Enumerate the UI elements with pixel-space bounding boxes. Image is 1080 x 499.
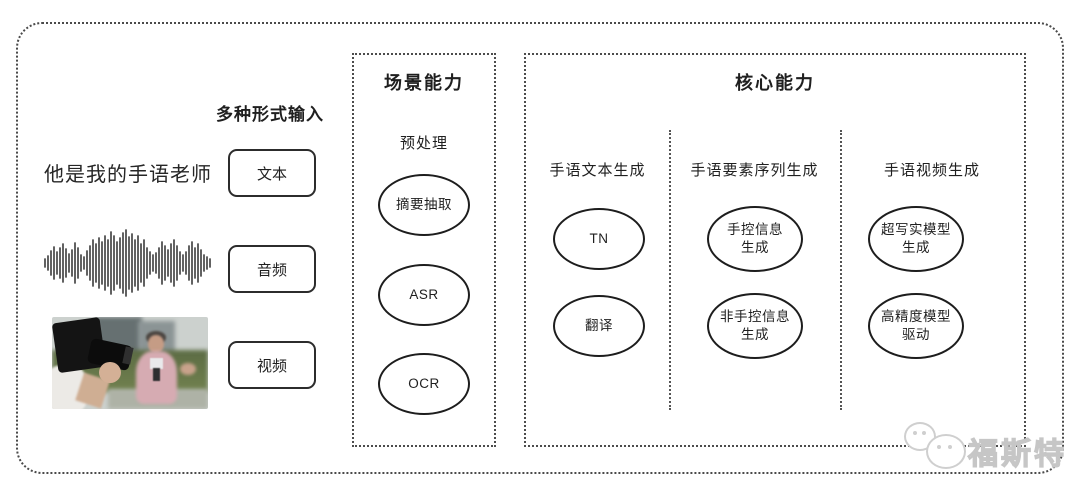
bubble-eye: [913, 431, 917, 435]
node-asr: ASR: [378, 264, 470, 326]
watermark: 福斯特: [898, 418, 1068, 478]
node-non-manual-info-generation: 非手控信息 生成: [707, 293, 803, 359]
node-manual-info-generation: 手控信息 生成: [707, 206, 803, 272]
input-type-video-box: 视频: [228, 341, 316, 389]
photo-microphone: [153, 367, 161, 382]
photo-hand-on-lens: [98, 362, 121, 384]
input-type-text-label: 文本: [256, 165, 287, 183]
input-section-label: 多种形式输入: [216, 105, 324, 124]
video-thumbnail-image: [52, 317, 208, 409]
input-type-video-label: 视频: [256, 357, 287, 375]
bubble-eye: [948, 445, 952, 449]
sample-sentence-text: 他是我的手语老师: [44, 164, 212, 186]
column-divider: [840, 130, 842, 410]
photo-reporter-hand: [179, 363, 196, 375]
node-hyperrealistic-model-generation: 超写实模型 生成: [868, 206, 964, 272]
column-header-sl-video-generation: 手语视频生成: [883, 162, 980, 179]
node-summary-extraction: 摘要抽取: [378, 174, 470, 236]
node-ocr: OCR: [378, 353, 470, 415]
scene-capability-title: 场景能力: [384, 73, 464, 93]
core-capability-box: 核心能力 手语文本生成 手语要素序列生成 手语视频生成 TN 翻译 手控信息 生…: [524, 53, 1026, 447]
column-header-sl-element-sequence-generation: 手语要素序列生成: [690, 162, 819, 179]
node-high-precision-model-driving: 高精度模型 驱动: [868, 293, 964, 359]
input-type-text-box: 文本: [228, 149, 316, 197]
chat-bubbles-icon: [926, 434, 966, 469]
photo-reporter-head: [147, 335, 164, 353]
outer-dotted-frame: [16, 22, 1064, 474]
input-type-audio-box: 音频: [228, 245, 316, 293]
column-divider: [669, 130, 671, 410]
core-capability-title: 核心能力: [735, 73, 815, 93]
bubble-eye: [937, 445, 941, 449]
preprocess-label: 预处理: [399, 135, 448, 152]
node-tn: TN: [553, 208, 645, 270]
watermark-text: 福斯特: [967, 437, 1067, 471]
node-translation: 翻译: [553, 295, 645, 357]
column-header-sl-text-generation: 手语文本生成: [549, 162, 646, 179]
input-type-audio-label: 音频: [256, 261, 287, 279]
scene-capability-box: 场景能力 预处理 摘要抽取 ASR OCR: [352, 53, 496, 447]
audio-waveform-icon: [42, 227, 212, 299]
bubble-eye: [922, 431, 926, 435]
photo-mic-flag: [150, 358, 163, 369]
